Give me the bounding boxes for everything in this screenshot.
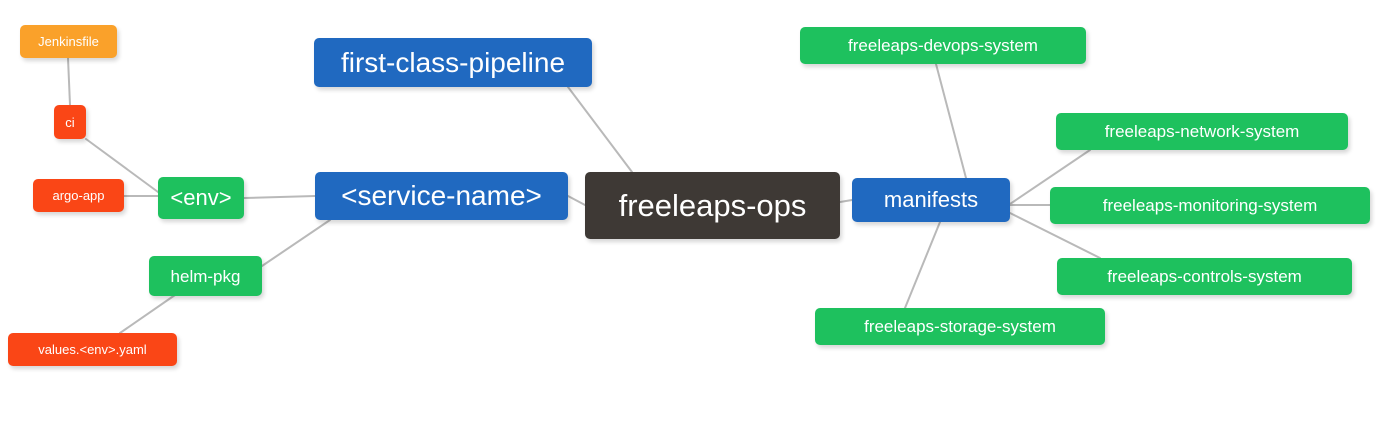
- node-controls[interactable]: freeleaps-controls-system: [1057, 258, 1352, 295]
- node-label: freeleaps-network-system: [1104, 122, 1300, 141]
- node-argoapp[interactable]: argo-app: [33, 179, 124, 212]
- node-label: freeleaps-devops-system: [848, 36, 1038, 55]
- node-root[interactable]: freeleaps-ops: [585, 172, 840, 239]
- node-label: <env>: [170, 185, 232, 210]
- node-jenkins[interactable]: Jenkinsfile: [20, 25, 117, 58]
- node-ci[interactable]: ci: [54, 105, 86, 139]
- edge-root-to-service: [567, 195, 586, 206]
- edge-service-to-env: [243, 195, 316, 199]
- node-manifests[interactable]: manifests: [852, 178, 1010, 222]
- node-label: first-class-pipeline: [340, 46, 566, 78]
- edge-root-to-pipeline: [567, 86, 633, 173]
- edge-service-to-helm: [261, 219, 331, 267]
- edge-root-to-manifests: [839, 199, 853, 203]
- edge-helm-to-valuesyaml: [119, 294, 176, 334]
- node-pipeline[interactable]: first-class-pipeline: [314, 38, 592, 87]
- node-label: <service-name>: [341, 180, 542, 211]
- edge-manifests-to-storage: [904, 221, 941, 309]
- node-label: freeleaps-monitoring-system: [1102, 196, 1318, 215]
- edge-ci-to-jenkins: [67, 57, 71, 106]
- node-devops[interactable]: freeleaps-devops-system: [800, 27, 1086, 64]
- node-label: argo-app: [52, 188, 105, 203]
- node-label: Jenkinsfile: [38, 34, 99, 49]
- node-label: ci: [65, 114, 75, 130]
- node-label: freeleaps-storage-system: [864, 317, 1056, 336]
- node-helm[interactable]: helm-pkg: [149, 256, 262, 296]
- node-label: freeleaps-ops: [618, 188, 807, 223]
- node-label: freeleaps-controls-system: [1107, 267, 1302, 286]
- edge-manifests-to-devops: [935, 63, 967, 179]
- node-storage[interactable]: freeleaps-storage-system: [815, 308, 1105, 345]
- node-service[interactable]: <service-name>: [315, 172, 568, 220]
- node-label: manifests: [883, 187, 979, 212]
- node-network[interactable]: freeleaps-network-system: [1056, 113, 1348, 150]
- node-env[interactable]: <env>: [158, 177, 244, 219]
- node-label: values.<env>.yaml: [38, 342, 147, 357]
- node-valuesyaml[interactable]: values.<env>.yaml: [8, 333, 177, 366]
- node-monitoring[interactable]: freeleaps-monitoring-system: [1050, 187, 1370, 224]
- node-label: helm-pkg: [170, 266, 241, 286]
